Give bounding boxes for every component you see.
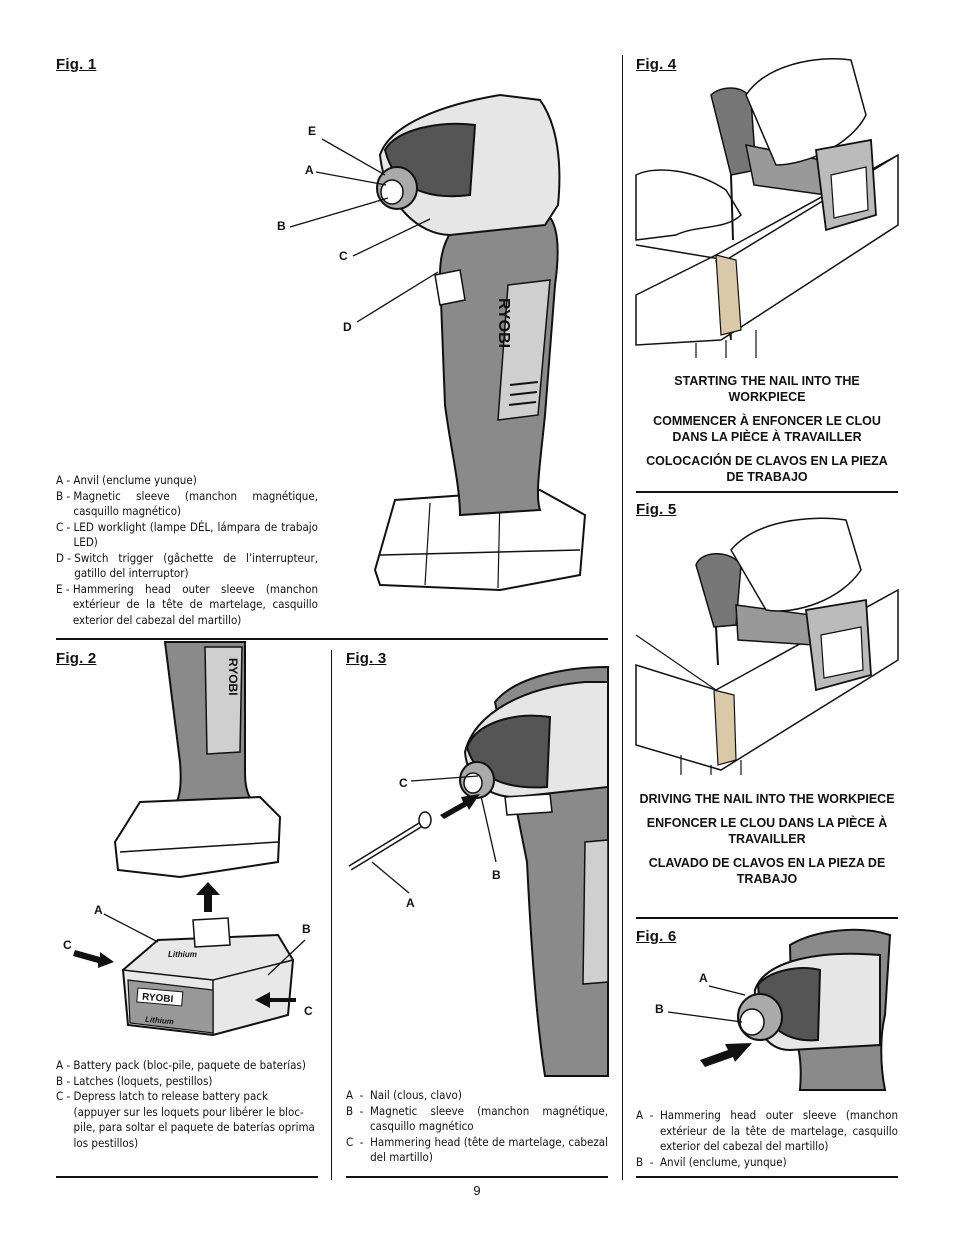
fig6-legend: A - Hammering head outer sleeve (manchon… xyxy=(636,1108,898,1170)
fig6-callout-b: B xyxy=(655,1002,664,1016)
legend-item: B - Magnetic sleeve (manchon magnétique,… xyxy=(56,488,318,519)
fig1-legend: A - Anvil (enclume yunque) B - Magnetic … xyxy=(56,473,318,628)
fig2-bottom-rule xyxy=(56,1176,318,1178)
legend-item: A - Hammering head outer sleeve (manchon… xyxy=(636,1108,898,1153)
legend-item: D - Switch trigger (gâchette de l’interr… xyxy=(56,550,318,581)
fig2-fig3-divider xyxy=(331,650,332,1180)
fig6-bottom-rule xyxy=(636,1176,898,1178)
fig4-workpiece-illustration xyxy=(635,58,899,358)
fig4-title: Fig. 4 xyxy=(636,56,677,73)
fig6-title: Fig. 6 xyxy=(636,928,677,945)
fig1-callout-b: B xyxy=(277,219,286,233)
fig5-caption-es: CLAVADO DE CLAVOS EN LA PIEZA DE TRABAJO xyxy=(648,856,886,886)
fig2-callout-a: A xyxy=(94,903,103,917)
fig1-callout-e: E xyxy=(308,124,317,138)
fig2-callout-c-left: C xyxy=(63,938,72,952)
fig2-title: Fig. 2 xyxy=(56,650,97,667)
fig3-callout-b: B xyxy=(492,868,501,882)
fig5-bottom-rule xyxy=(636,917,898,919)
fig5-title: Fig. 5 xyxy=(636,501,677,518)
fig1-title: Fig. 1 xyxy=(56,56,97,73)
legend-item: B - Anvil (enclume, yunque) xyxy=(636,1154,787,1169)
fig4-caption-es: COLOCACIÓN DE CLAVOS EN LA PIEZA DE TRAB… xyxy=(646,454,888,484)
fig2-battery-illustration xyxy=(121,917,295,1037)
fig2-arrow-up xyxy=(196,882,220,912)
fig6-callout-a: A xyxy=(699,971,708,985)
fig1-callout-c: C xyxy=(339,249,348,263)
fig1-callout-a: A xyxy=(305,163,314,177)
fig3-callout-a: A xyxy=(406,896,415,910)
fig2-tool-illustration xyxy=(113,641,282,879)
fig2-battery-label-lid: Lithium xyxy=(168,950,197,959)
legend-item: A - Nail (clous, clavo) xyxy=(346,1088,462,1102)
fig3-legend: A - Nail (clous, clavo) B - Magnetic sle… xyxy=(346,1088,608,1166)
fig2-legend: A - Battery pack (bloc-pile, paquete de … xyxy=(56,1058,318,1151)
fig5-caption-fr: ENFONCER LE CLOU DANS LA PIÈCE À TRAVAIL… xyxy=(646,816,888,846)
legend-item: C - LED worklight (lampe DÉL, lámpara de… xyxy=(56,519,318,550)
fig3-tool-illustration xyxy=(459,665,609,1077)
fig3-callout-c: C xyxy=(399,776,408,790)
legend-item: C - Depress latch to release battery pac… xyxy=(56,1089,315,1150)
legend-item: B - Magnetic sleeve (manchon magnétique,… xyxy=(346,1103,608,1134)
legend-item: A - Battery pack (bloc-pile, paquete de … xyxy=(56,1058,306,1072)
fig4-caption: STARTING THE NAIL INTO THE WORKPIECE COM… xyxy=(636,373,898,493)
legend-item: B - Latches (loquets, pestillos) xyxy=(56,1073,213,1088)
column-divider xyxy=(622,55,623,1180)
fig6-tool-illustration xyxy=(737,928,892,1091)
legend-item: A - Anvil (enclume yunque) xyxy=(56,473,197,487)
fig5-caption-en: DRIVING THE NAIL INTO THE WORKPIECE xyxy=(639,792,895,806)
fig2-callout-b: B xyxy=(302,922,311,936)
fig4-caption-fr: COMMENCER À ENFONCER LE CLOU DANS LA PIÈ… xyxy=(653,414,881,444)
fig5-workpiece-illustration xyxy=(635,517,899,775)
fig4-caption-en: STARTING THE NAIL INTO THE WORKPIECE xyxy=(674,374,860,404)
fig1-bottom-rule xyxy=(56,638,608,640)
fig5-caption: DRIVING THE NAIL INTO THE WORKPIECE ENFO… xyxy=(636,791,898,895)
legend-item: C - Hammering head (tête de martelage, c… xyxy=(346,1134,608,1165)
fig3-title: Fig. 3 xyxy=(346,650,387,667)
fig3-nail-illustration xyxy=(348,794,480,871)
page-number: 9 xyxy=(473,1183,481,1198)
fig4-bottom-rule xyxy=(636,491,898,493)
fig1-callout-d: D xyxy=(343,320,352,334)
fig1-tool-illustration xyxy=(373,93,587,592)
legend-item: E - Hammering head outer sleeve (manchon… xyxy=(56,581,318,627)
fig3-bottom-rule xyxy=(346,1176,608,1178)
fig2-callout-c-right: C xyxy=(304,1004,313,1018)
